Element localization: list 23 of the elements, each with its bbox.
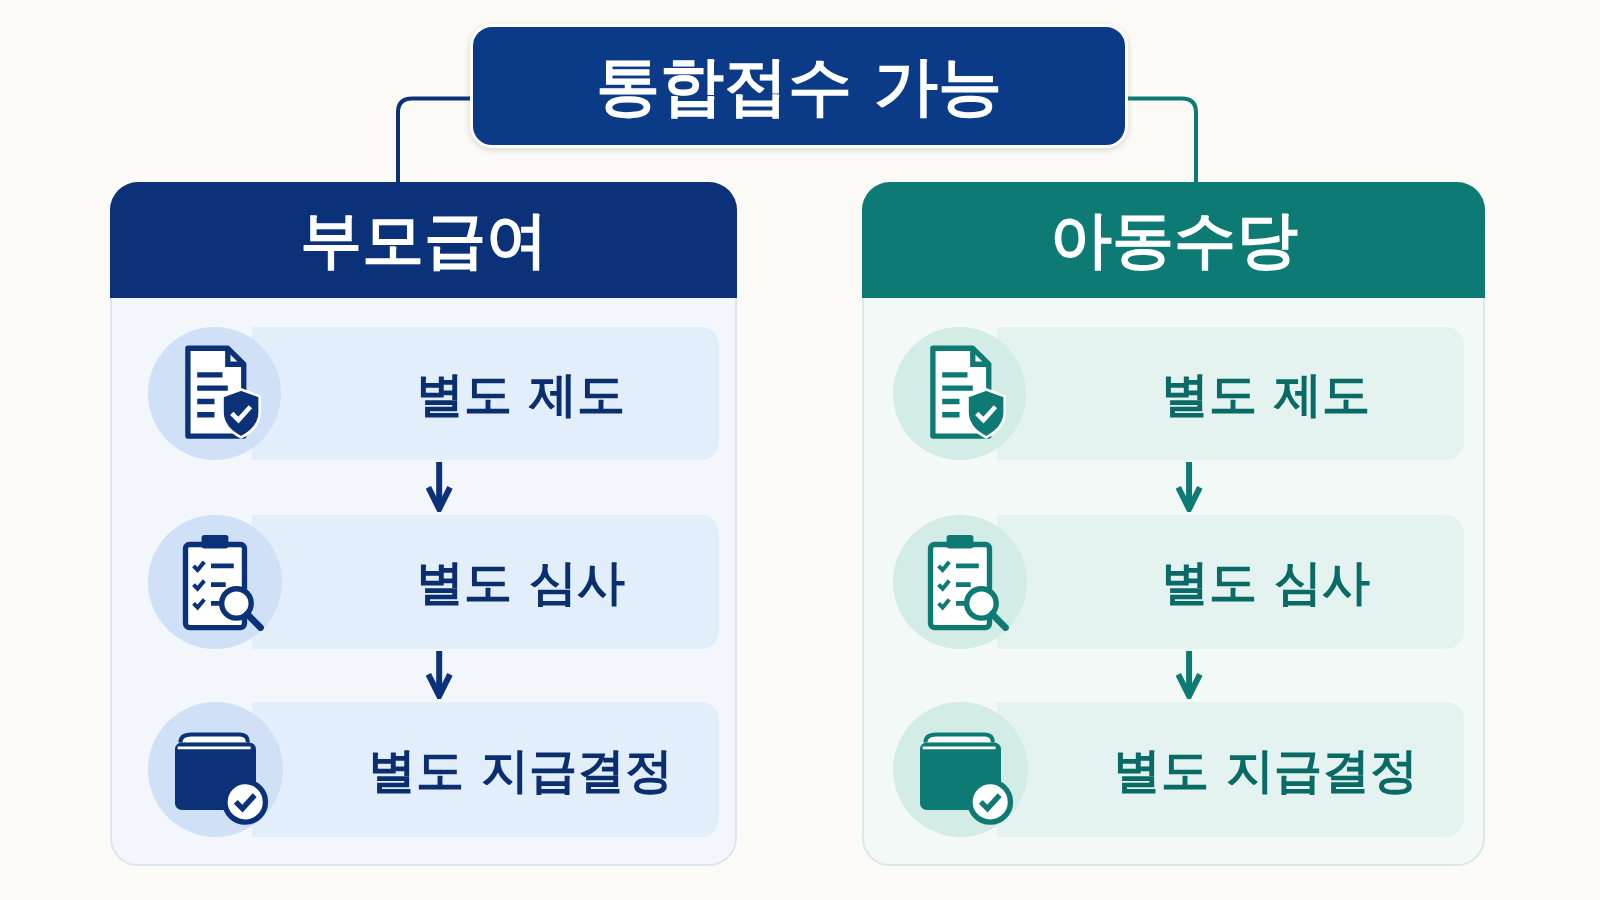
step-box	[893, 515, 1464, 649]
step-label: 별도 심사	[416, 555, 625, 609]
arrow	[425, 462, 453, 512]
panel-heading: 부모급여	[110, 182, 737, 298]
title-box: 통합접수 가능	[470, 24, 1128, 148]
panel-heading: 아동수당	[862, 182, 1485, 298]
connector-line	[396, 96, 470, 182]
connector-line	[1128, 96, 1198, 182]
step-label: 별도 지급결정	[1113, 743, 1418, 796]
step-label: 별도 제도	[416, 367, 625, 420]
panel-card	[110, 182, 737, 866]
step-label: 별도 심사	[1161, 555, 1370, 609]
panel-card	[862, 182, 1485, 866]
arrow	[1175, 651, 1203, 699]
step-label: 별도 제도	[1161, 367, 1370, 420]
step-box	[148, 702, 719, 837]
step-box	[148, 327, 719, 460]
step-box	[893, 327, 1464, 460]
step-box	[893, 702, 1464, 837]
step-label: 별도 지급결정	[368, 743, 673, 796]
arrow	[1175, 462, 1203, 512]
arrow	[425, 651, 453, 699]
step-box	[148, 515, 719, 649]
